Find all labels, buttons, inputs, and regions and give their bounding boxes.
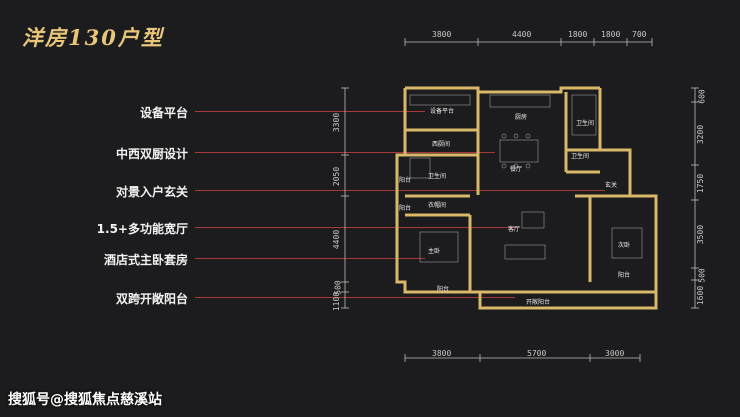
dim-label: 1800 [568, 30, 588, 39]
room-balcony-bottom-left: 阳台 [437, 286, 450, 293]
dim-label: 4400 [332, 229, 342, 250]
dim-label: 500 [697, 268, 707, 283]
dim-label: 4400 [512, 30, 532, 39]
feature-equipment-platform: 设备平台 [139, 106, 188, 120]
room-bath-right: 卫生间 [571, 153, 590, 160]
feature-entry-foyer: 对景入户玄关 [115, 185, 188, 199]
room-balcony-left: 阳台 [399, 177, 412, 184]
dim-label: 1100 [332, 291, 342, 312]
room-bath-center: 卫生间 [428, 173, 447, 180]
page-title: 洋房130户型 [22, 25, 164, 50]
feature-master-suite: 酒店式主卧套房 [103, 253, 188, 267]
room-bath-third: 卫生间 [576, 120, 595, 127]
furniture [409, 94, 643, 263]
room-balcony-right: 阳台 [618, 272, 631, 279]
dim-label: 5700 [527, 349, 547, 358]
dim-label: 1800 [601, 30, 621, 39]
room-master-bedroom: 主卧 [428, 248, 441, 255]
leader-line [195, 297, 515, 298]
room-west-kitchen: 西厨间 [432, 141, 451, 148]
leader-line [195, 190, 605, 191]
feature-open-balcony: 双跨开敞阳台 [115, 292, 188, 306]
leader-line [195, 227, 515, 228]
dim-label: 1600 [696, 285, 706, 306]
dim-label: 3800 [432, 349, 452, 358]
dim-label: 2050 [332, 166, 342, 187]
room-living: 客厅 [508, 226, 521, 233]
room-foyer: 玄关 [605, 182, 618, 189]
room-open-balcony: 开敞阳台 [526, 299, 551, 306]
room-second-bedroom: 次卧 [618, 242, 631, 249]
leader-line [195, 258, 425, 259]
room-equipment-platform: 设备平台 [430, 108, 455, 115]
room-closet: 衣帽间 [428, 202, 447, 209]
feature-living-hall: 1.5+多功能宽厅 [96, 222, 188, 236]
dim-label: 700 [632, 30, 647, 39]
watermark: 搜狐号@搜狐焦点慈溪站 [8, 392, 162, 408]
dim-label: 3200 [696, 124, 706, 145]
feature-dual-kitchen: 中西双厨设计 [115, 147, 188, 161]
dim-label: 3800 [432, 30, 452, 39]
room-balcony-mid: 阳台 [399, 205, 412, 212]
leader-line [195, 111, 425, 112]
dim-label: 3300 [332, 112, 342, 133]
room-kitchen: 厨房 [515, 114, 528, 121]
dim-label: 3500 [696, 224, 706, 245]
dimension-lines [341, 38, 699, 362]
walls [395, 86, 658, 310]
dim-label: 1750 [696, 173, 706, 194]
room-dining: 餐厅 [510, 166, 523, 173]
dim-label: 3000 [605, 349, 625, 358]
dim-label: 600 [697, 89, 707, 104]
